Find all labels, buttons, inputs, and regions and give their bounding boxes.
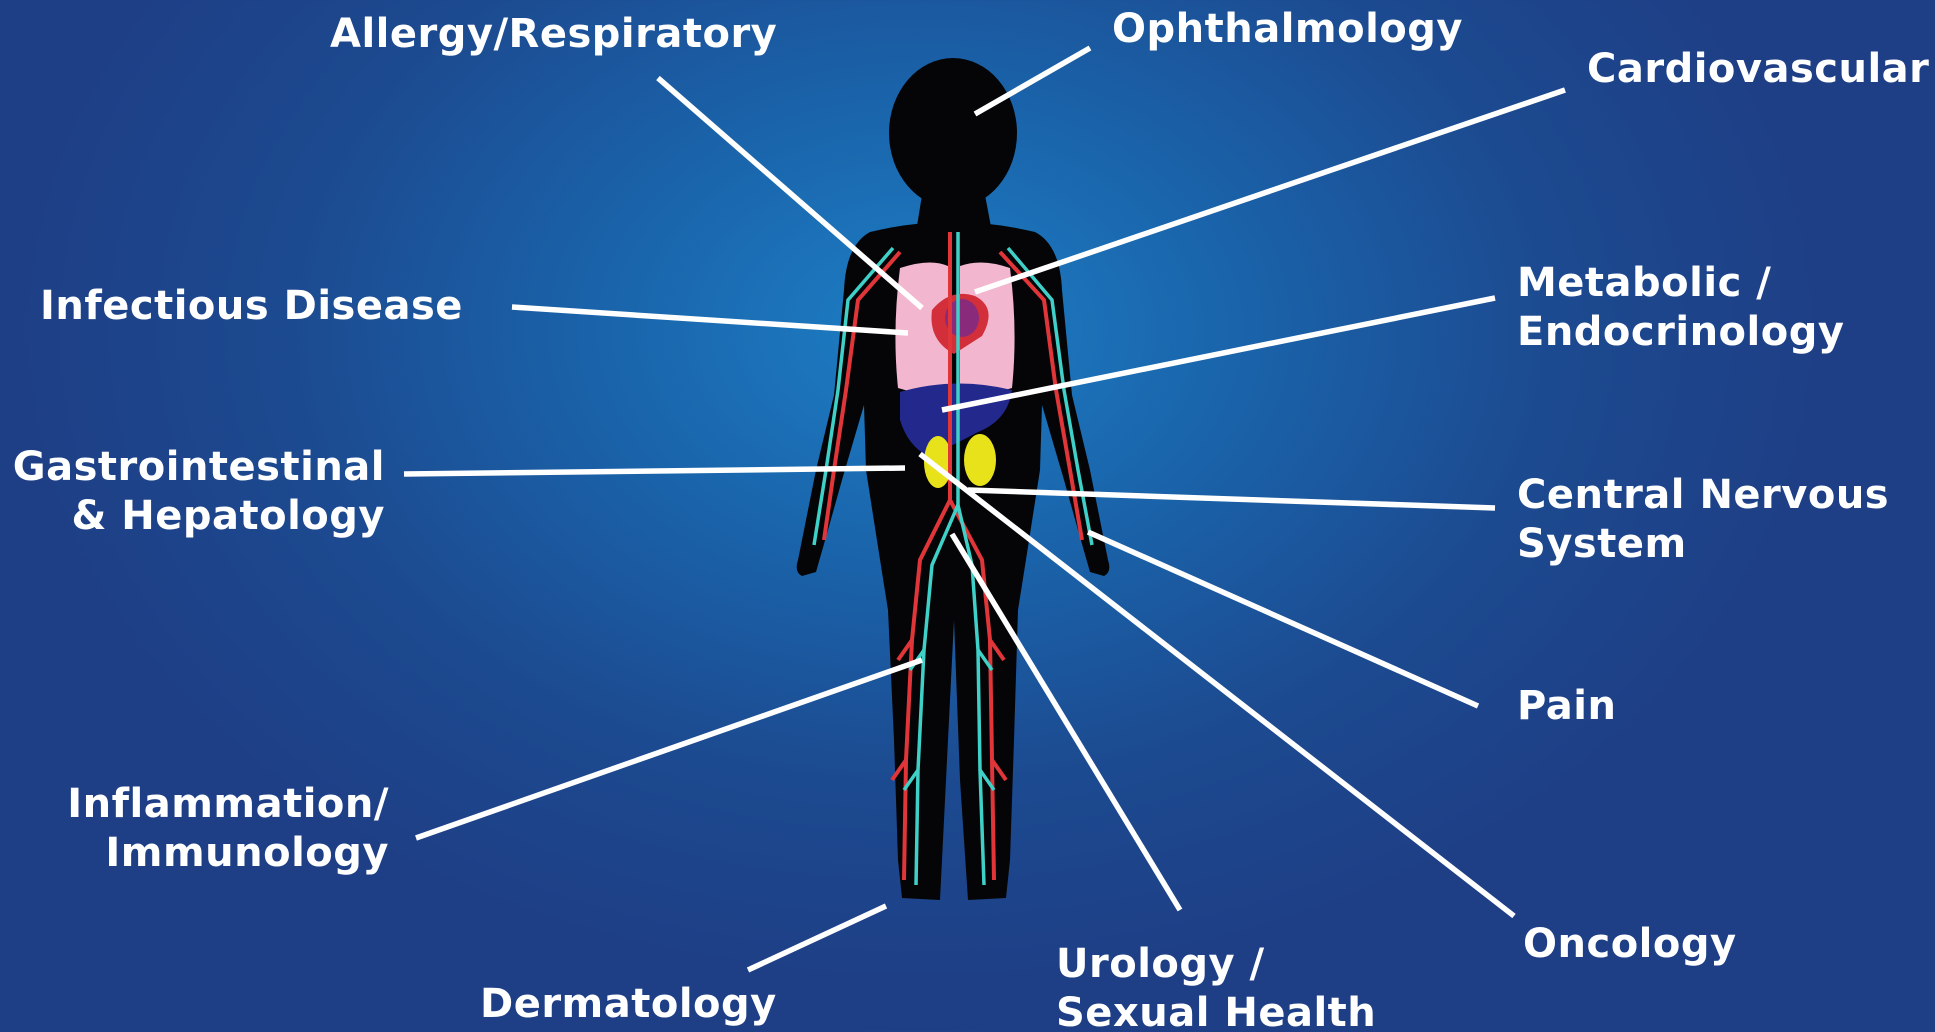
leader-allergy bbox=[658, 78, 922, 308]
label-dermatology: Dermatology bbox=[480, 980, 777, 1029]
leader-cardiovascular bbox=[975, 90, 1565, 292]
label-allergy-respiratory: Allergy/Respiratory bbox=[330, 10, 777, 59]
label-allergy-text: Allergy/Respiratory bbox=[330, 10, 777, 59]
label-urology-line2: Sexual Health bbox=[1056, 989, 1376, 1032]
label-infectious-disease: Infectious Disease bbox=[40, 282, 463, 331]
label-pain-text: Pain bbox=[1517, 682, 1616, 731]
label-central-nervous-system: Central Nervous System bbox=[1517, 471, 1889, 569]
label-metabolic-line2: Endocrinology bbox=[1517, 308, 1844, 357]
label-oncology-text: Oncology bbox=[1523, 920, 1737, 969]
label-ophthalmology: Ophthalmology bbox=[1112, 5, 1463, 54]
leader-dermatology bbox=[748, 906, 886, 970]
label-inflammation-line2: Immunology bbox=[67, 829, 389, 878]
label-metabolic-endocrinology: Metabolic / Endocrinology bbox=[1517, 259, 1844, 357]
label-metabolic-line1: Metabolic / bbox=[1517, 259, 1844, 308]
leader-pain bbox=[1088, 532, 1478, 706]
label-infectious-text: Infectious Disease bbox=[40, 282, 463, 331]
label-gastro-line2: & Hepatology bbox=[13, 492, 385, 541]
label-oncology: Oncology bbox=[1523, 920, 1737, 969]
leader-inflammation bbox=[416, 660, 922, 838]
label-cardiovascular: Cardiovascular bbox=[1587, 45, 1929, 94]
leader-cns bbox=[968, 490, 1495, 508]
label-dermatology-text: Dermatology bbox=[480, 980, 777, 1029]
label-cardiovascular-text: Cardiovascular bbox=[1587, 45, 1929, 94]
label-cns-line2: System bbox=[1517, 520, 1889, 569]
label-gastrointestinal-hepatology: Gastrointestinal & Hepatology bbox=[13, 443, 385, 541]
label-gastro-line1: Gastrointestinal bbox=[13, 443, 385, 492]
label-pain: Pain bbox=[1517, 682, 1616, 731]
label-cns-line1: Central Nervous bbox=[1517, 471, 1889, 520]
label-inflammation-line1: Inflammation/ bbox=[67, 780, 389, 829]
label-ophthalmology-text: Ophthalmology bbox=[1112, 5, 1463, 54]
label-inflammation-immunology: Inflammation/ Immunology bbox=[67, 780, 389, 878]
label-urology-sexual-health: Urology / Sexual Health bbox=[1056, 940, 1376, 1032]
label-urology-line1: Urology / bbox=[1056, 940, 1376, 989]
